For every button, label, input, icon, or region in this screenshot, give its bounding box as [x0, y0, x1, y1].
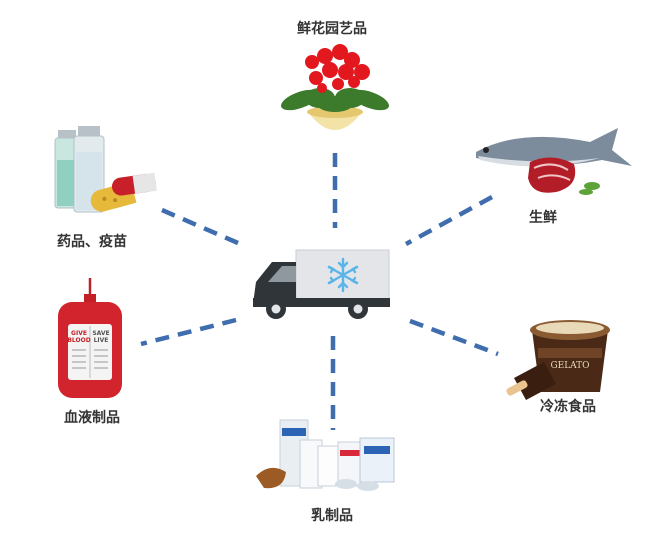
connector-frozen [409, 318, 499, 357]
blood-bag-icon: GIVE BLOOD SAVE LIVE [58, 278, 122, 398]
ice-cream-icon: GELATO [506, 320, 610, 400]
fish-and-meat-icon [476, 128, 632, 195]
frozen-label: 冷冻食品 [540, 398, 596, 415]
medicine-label: 药品、疫苗 [57, 233, 127, 250]
fresh-label: 生鲜 [529, 209, 557, 226]
dairy-label: 乳制品 [311, 507, 353, 524]
flower-pot-icon [281, 44, 389, 130]
connector-fresh [404, 195, 494, 246]
flowers-label: 鲜花园艺品 [297, 20, 367, 37]
snowflake-icon [327, 257, 359, 293]
vaccine-vials-icon [54, 126, 157, 213]
dairy-products-icon [256, 419, 395, 491]
svg-text:LIVE: LIVE [94, 337, 109, 344]
connector-blood [140, 317, 237, 347]
refrigerated-truck-icon [253, 249, 390, 319]
svg-text:SAVE: SAVE [92, 330, 109, 337]
svg-text:GELATO: GELATO [550, 361, 589, 371]
svg-text:BLOOD: BLOOD [67, 337, 90, 344]
svg-text:GIVE: GIVE [71, 330, 87, 337]
blood-label: 血液制品 [64, 409, 120, 426]
connector-medicine [161, 207, 239, 246]
